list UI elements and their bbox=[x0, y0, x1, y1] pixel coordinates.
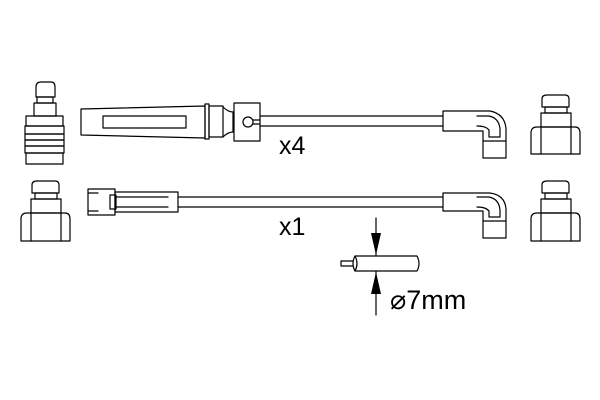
right-bottom-terminal-icon bbox=[530, 180, 581, 242]
quantity-label-x1: x1 bbox=[279, 213, 306, 241]
diameter-value: 7mm bbox=[406, 285, 467, 315]
diameter-label: ⌀7mm bbox=[390, 287, 466, 314]
cable-x1-assembly bbox=[87, 188, 507, 239]
cable-x4-assembly bbox=[80, 102, 507, 159]
left-bottom-terminal-icon bbox=[20, 180, 71, 242]
left-top-terminal-icon bbox=[24, 81, 65, 165]
quantity-label-x4: x4 bbox=[279, 132, 306, 160]
cable-diameter-detail-icon bbox=[340, 217, 420, 316]
diameter-symbol-icon: ⌀ bbox=[390, 285, 407, 315]
right-top-terminal-icon bbox=[530, 94, 581, 155]
